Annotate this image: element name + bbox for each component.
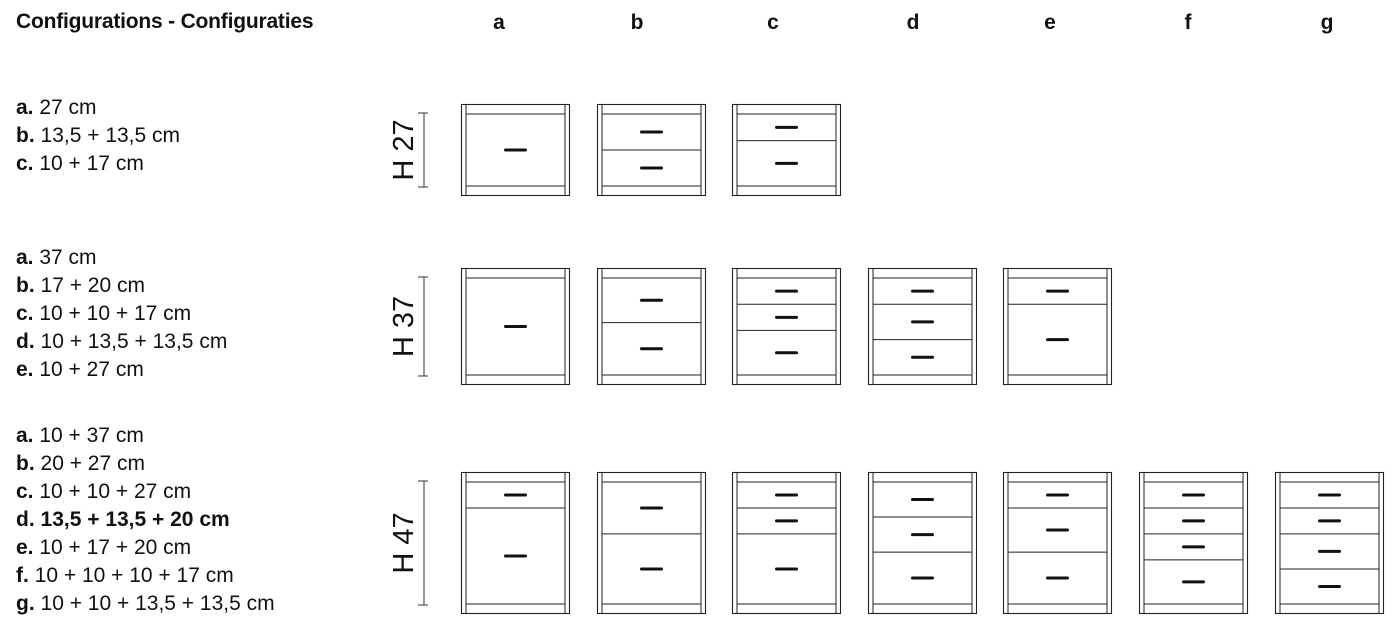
config-item: a. 10 + 37 cm <box>16 424 144 447</box>
config-item: b. 13,5 + 13,5 cm <box>16 124 181 147</box>
config-item: c. 10 + 17 cm <box>16 152 144 175</box>
cabinet-frame <box>867 471 978 615</box>
cabinet-frame <box>731 471 842 615</box>
config-item: b. 17 + 20 cm <box>16 274 145 297</box>
column-header-f: f <box>1184 11 1192 34</box>
config-item: c. 10 + 10 + 17 cm <box>16 302 192 325</box>
height-label: H 37 <box>388 296 420 357</box>
cabinet-frame <box>460 471 571 615</box>
config-item: e. 10 + 27 cm <box>16 358 144 381</box>
config-item: c. 10 + 10 + 27 cm <box>16 480 192 503</box>
config-list-h27: a. 27 cm b. 13,5 + 13,5 cm c. 10 + 17 cm <box>16 94 180 178</box>
column-header-g: g <box>1320 11 1334 34</box>
config-item: f. 10 + 10 + 10 + 17 cm <box>16 564 234 587</box>
column-header-e: e <box>1044 11 1056 34</box>
config-item: d. 13,5 + 13,5 + 20 cm <box>16 508 230 531</box>
cabinet-frame <box>596 471 707 615</box>
config-item: g. 10 + 10 + 13,5 + 13,5 cm <box>16 592 275 615</box>
config-list-h37: a. 37 cm b. 17 + 20 cm c. 10 + 10 + 17 c… <box>16 244 227 384</box>
column-header-c: c <box>767 11 779 34</box>
config-item: d. 10 + 13,5 + 13,5 cm <box>16 330 228 353</box>
cabinet-frame <box>1002 471 1113 615</box>
config-list-h47: a. 10 + 37 cm b. 20 + 27 cm c. 10 + 10 +… <box>16 422 275 618</box>
config-item: a. 37 cm <box>16 246 97 269</box>
cabinet-frame <box>460 267 571 386</box>
cabinet-frame <box>731 103 842 197</box>
height-label: H 27 <box>388 119 420 180</box>
cabinet-frame <box>1002 267 1113 386</box>
cabinet-frame <box>1138 471 1249 615</box>
config-item: e. 10 + 17 + 20 cm <box>16 536 192 559</box>
cabinet-frame <box>460 103 571 197</box>
page-title: Configurations - Configuraties <box>16 10 314 33</box>
cabinet-frame <box>596 103 707 197</box>
height-label: H 47 <box>388 512 420 573</box>
cabinet-frame <box>1274 471 1385 615</box>
cabinet-frame <box>731 267 842 386</box>
config-item: b. 20 + 27 cm <box>16 452 145 475</box>
config-item: a. 27 cm <box>16 96 97 119</box>
cabinet-frame <box>596 267 707 386</box>
column-header-a: a <box>493 11 505 34</box>
column-header-d: d <box>906 11 920 34</box>
cabinet-frame <box>867 267 978 386</box>
column-header-b: b <box>630 11 644 34</box>
